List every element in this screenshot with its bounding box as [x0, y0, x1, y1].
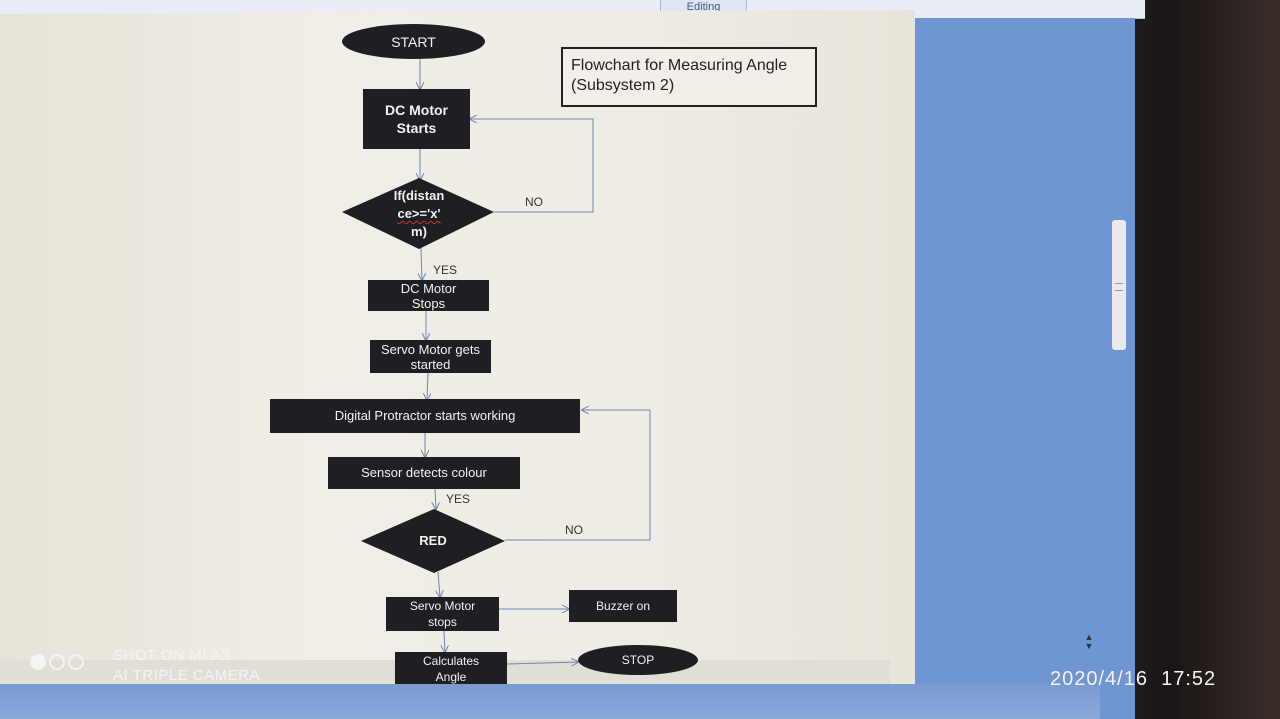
buzzer-on-box: Buzzer on	[569, 590, 677, 622]
servo-motor-stops-box: Servo Motor stops	[386, 597, 499, 631]
arrow-calc-to-stop	[506, 662, 578, 664]
yes-label-2: YES	[446, 492, 471, 506]
arrow-servo-to-protractor	[427, 372, 428, 400]
watermark-line-2: AI TRIPLE CAMERA	[113, 667, 260, 684]
yes-label-1: YES	[433, 263, 458, 277]
calculates-angle-box: Calculates Angle	[395, 652, 507, 686]
photo-date: 2020/4/16	[1050, 668, 1148, 690]
arrow-yes-to-stops	[421, 247, 422, 280]
servo-motor-started-box: Servo Motor gets started	[370, 340, 491, 373]
scroll-arrows-icon[interactable]: ▲▼	[1084, 632, 1094, 651]
screen-bottom-strip	[0, 684, 1100, 719]
scrollbar-grip-icon	[1115, 283, 1123, 291]
decision-red-shape	[361, 509, 505, 573]
digital-protractor-box: Digital Protractor starts working	[270, 399, 580, 433]
photo-time: 17:52	[1161, 668, 1217, 690]
stop-terminator: STOP	[578, 645, 698, 675]
arrow-red-to-servo-stops	[438, 571, 440, 597]
decision-line-2: ce>='x'	[397, 206, 441, 221]
arrow-no-loop-2	[505, 410, 651, 541]
arrow-no-loop-1	[470, 119, 594, 213]
arrow-sensor-to-red	[435, 488, 436, 509]
start-terminator: START	[342, 24, 485, 59]
flowchart-title: Flowchart for Measuring Angle (Subsystem…	[561, 47, 817, 107]
vertical-scrollbar[interactable]	[1112, 220, 1126, 350]
arrow-servo-to-calc	[444, 630, 445, 652]
decision-distance-shape	[342, 178, 494, 249]
sensor-detects-box: Sensor detects colour	[328, 457, 520, 489]
decision-line-3: m)	[411, 224, 427, 239]
dc-motor-starts-box: DC Motor Starts	[363, 89, 470, 149]
decision-line-1: If(distan	[393, 188, 445, 203]
photo-timestamp: 2020/4/16 17:52	[1050, 668, 1216, 691]
camera-logo-icon	[30, 654, 87, 675]
no-label-2: NO	[565, 523, 583, 537]
decision-distance-label: If(distan ce>='x' m)	[378, 187, 460, 241]
dc-motor-stops-box: DC Motor Stops	[368, 280, 489, 311]
decision-red-label: RED	[419, 533, 447, 548]
watermark-line-1: SHOT ON MI A3	[113, 647, 231, 664]
no-label-1: NO	[525, 195, 543, 209]
